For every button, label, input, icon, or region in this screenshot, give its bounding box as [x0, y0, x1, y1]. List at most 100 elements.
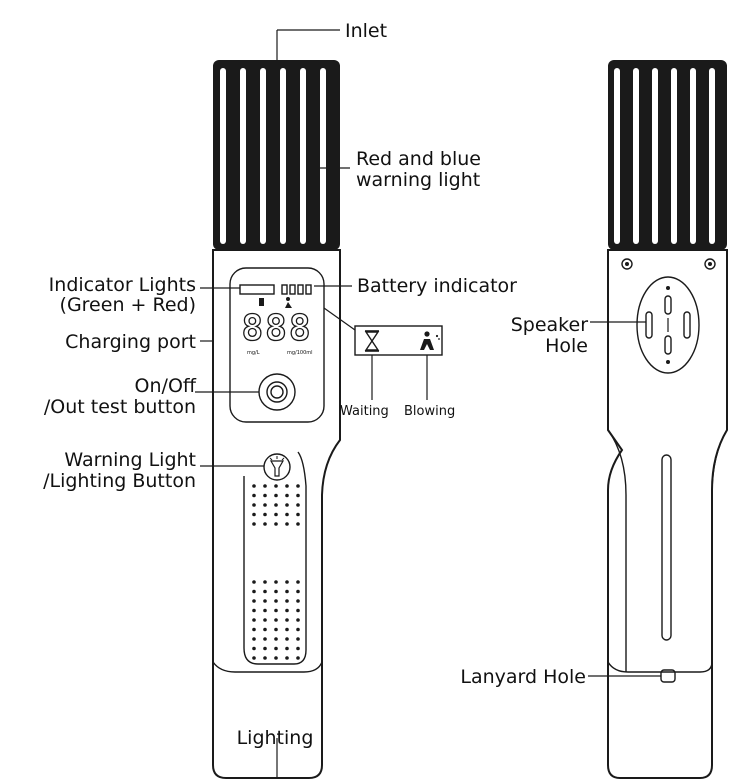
flashlight-icon	[269, 456, 285, 477]
speaker-dot	[252, 637, 256, 641]
speaker-holes	[645, 286, 691, 364]
speaker-dot	[263, 589, 267, 594]
label-speaker-1: Speaker	[511, 314, 588, 336]
indicator-lights-bar	[239, 284, 275, 295]
inlet-slot	[260, 68, 266, 244]
lighting-button[interactable]	[263, 453, 291, 481]
device-back	[607, 60, 728, 779]
speaker-dot	[252, 493, 256, 498]
inlet-slot	[614, 68, 620, 244]
speaker-dot	[296, 522, 300, 526]
inlet-slot	[280, 68, 286, 244]
small-hourglass-icon	[259, 298, 264, 306]
label-warn-btn-2: /Lighting Button	[43, 470, 196, 492]
speaker-dot	[263, 512, 267, 517]
label-lanyard: Lanyard Hole	[460, 666, 586, 688]
speaker-dot	[285, 493, 289, 498]
inlet-slot	[220, 68, 226, 244]
hourglass-icon	[364, 330, 380, 352]
speaker-dot	[274, 627, 278, 632]
speaker-dot	[252, 503, 256, 507]
speaker-dot	[263, 599, 267, 603]
speaker-dot	[252, 599, 256, 603]
front-bottom-panel	[212, 661, 323, 673]
speaker-dot	[252, 484, 256, 488]
back-inlet-ribs	[614, 68, 715, 244]
speaker-dot	[296, 618, 300, 622]
speaker-dot	[252, 580, 256, 584]
label-warning-light-1: Red and blue	[356, 148, 481, 170]
label-inlet: Inlet	[345, 20, 387, 42]
label-battery: Battery indicator	[357, 275, 517, 297]
speaker-dot	[285, 618, 289, 622]
speaker-dot	[274, 637, 278, 641]
speaker-dot	[296, 503, 300, 507]
speaker-dots-upper	[252, 484, 300, 526]
screw-right	[704, 258, 716, 270]
speaker-dot	[296, 484, 300, 488]
speaker-dot	[285, 646, 289, 651]
speaker-dot	[296, 512, 300, 517]
blowing-person-icon	[420, 331, 440, 350]
speaker-dot	[285, 627, 289, 632]
speaker-dot	[263, 656, 267, 660]
speaker-dot	[296, 627, 300, 632]
label-speaker-2: Hole	[545, 335, 588, 357]
speaker-dot	[285, 656, 289, 660]
speaker-dot	[285, 580, 289, 584]
speaker-dot	[296, 646, 300, 651]
label-indicator-2: (Green + Red)	[60, 294, 196, 316]
speaker-dot	[263, 618, 267, 622]
device-front: 888 mg/L mg/100ml	[212, 60, 341, 779]
speaker-dot	[274, 589, 278, 594]
back-slot	[661, 454, 672, 641]
speaker-dot	[285, 522, 289, 526]
speaker-dot	[274, 522, 278, 526]
speaker-dot	[274, 503, 278, 507]
speaker-dot	[285, 637, 289, 641]
label-onoff-2: /Out test button	[44, 396, 196, 418]
speaker-dots-lower	[252, 580, 300, 660]
screw-left	[621, 258, 633, 270]
speaker-dot	[296, 580, 300, 584]
speaker-dot	[274, 608, 278, 613]
speaker-dot	[252, 646, 256, 651]
speaker-dot	[274, 512, 278, 517]
labels: Inlet Red and blue warning light Indicat…	[43, 20, 588, 749]
inlet-slot	[652, 68, 658, 244]
speaker-dot	[274, 493, 278, 498]
speaker-dot	[252, 608, 256, 613]
speaker-dot	[263, 503, 267, 507]
speaker-dot	[263, 637, 267, 641]
speaker-dot	[296, 637, 300, 641]
unit-right: mg/100ml	[287, 350, 313, 356]
speaker-dot	[274, 646, 278, 651]
battery-icon	[281, 284, 312, 295]
onoff-button[interactable]	[258, 373, 296, 411]
speaker-dot	[285, 503, 289, 507]
speaker-dot	[296, 589, 300, 594]
speaker-dot	[274, 580, 278, 584]
front-body-grip-inner	[243, 451, 307, 665]
speaker-dot	[252, 589, 256, 594]
label-warn-btn-1: Warning Light	[64, 449, 196, 471]
leader-lines	[195, 29, 661, 778]
front-body-outline	[212, 249, 341, 779]
label-lighting: Lighting	[237, 727, 314, 749]
speaker-dot	[263, 627, 267, 632]
inlet-slot	[709, 68, 715, 244]
inlet-slot	[320, 68, 326, 244]
inlet-slot	[671, 68, 677, 244]
inlet-slot	[690, 68, 696, 244]
status-icon-box	[354, 325, 443, 356]
label-warning-light-2: warning light	[356, 169, 480, 191]
speaker-dot	[263, 484, 267, 488]
speaker-dot	[274, 599, 278, 603]
speaker-dot	[252, 656, 256, 660]
label-charging-port: Charging port	[65, 331, 196, 353]
label-blowing: Blowing	[404, 404, 455, 419]
display-digits: 888	[241, 308, 312, 349]
speaker-dot	[263, 608, 267, 613]
